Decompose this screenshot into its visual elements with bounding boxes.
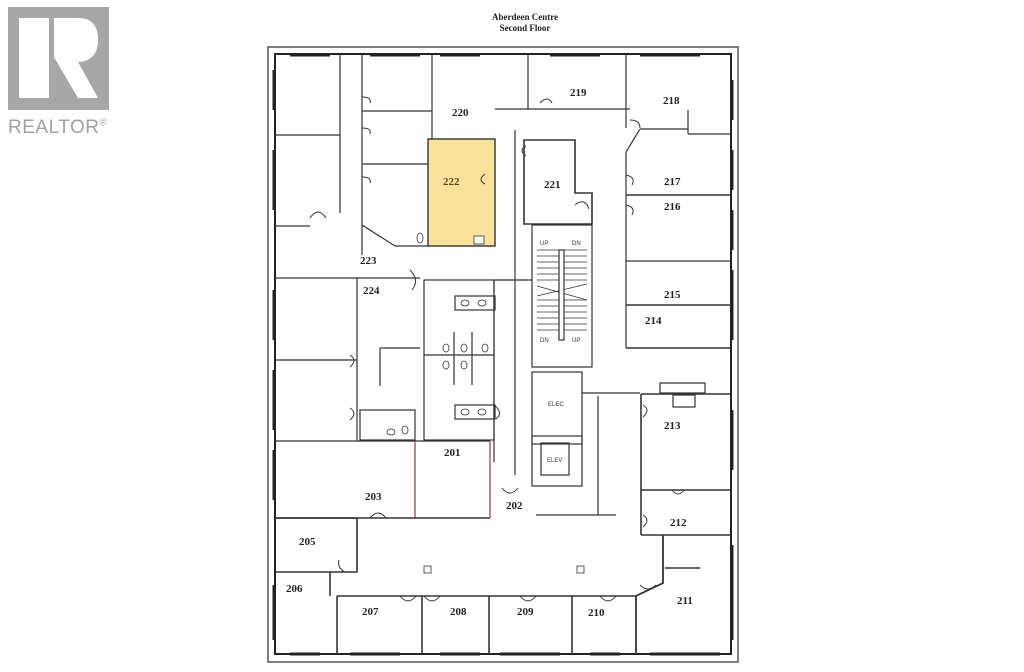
elev-label: ELEV [547,458,562,464]
room-207-label: 207 [362,606,379,618]
elec-label: ELEC [548,402,564,408]
room-210-label: 210 [588,607,605,619]
room-211-label: 211 [677,595,693,607]
stairs-up-label: UP [540,241,548,247]
room-201-label: 201 [444,447,461,459]
plan-title: Aberdeen Centre Second Floor [430,12,620,34]
realtor-logo: REALTOR® [8,7,120,138]
room-209-label: 209 [517,606,534,618]
room-222-label[interactable]: 222 [443,176,460,188]
room-213-label: 213 [664,420,681,432]
room-219-label: 219 [570,87,587,99]
room-216-label: 216 [664,201,681,213]
room-222-highlight[interactable] [428,139,495,246]
room-220-label: 220 [452,107,469,119]
room-208-label: 208 [450,606,467,618]
realtor-r-logo-icon [8,7,109,110]
room-206-label: 206 [286,583,303,595]
stairs-up-label-lower: UP [572,338,580,344]
room-221-label: 221 [544,179,561,191]
room-214-label: 214 [645,315,662,327]
stairs-dn-label: DN [572,241,581,247]
room-203-label: 203 [365,491,382,503]
stairs-dn-label-lower: DN [540,338,549,344]
room-202-label: 202 [506,500,523,512]
room-224-label: 224 [363,285,380,297]
room-205-label: 205 [299,536,316,548]
building-name: Aberdeen Centre [491,12,559,22]
room-212-label: 212 [670,517,687,529]
realtor-wordmark: REALTOR® [8,117,108,138]
floor-name: Second Floor [499,23,551,33]
room-218-label: 218 [663,95,680,107]
room-217-label: 217 [664,176,681,188]
room-215-label: 215 [664,289,681,301]
room-223-label: 223 [360,255,377,267]
